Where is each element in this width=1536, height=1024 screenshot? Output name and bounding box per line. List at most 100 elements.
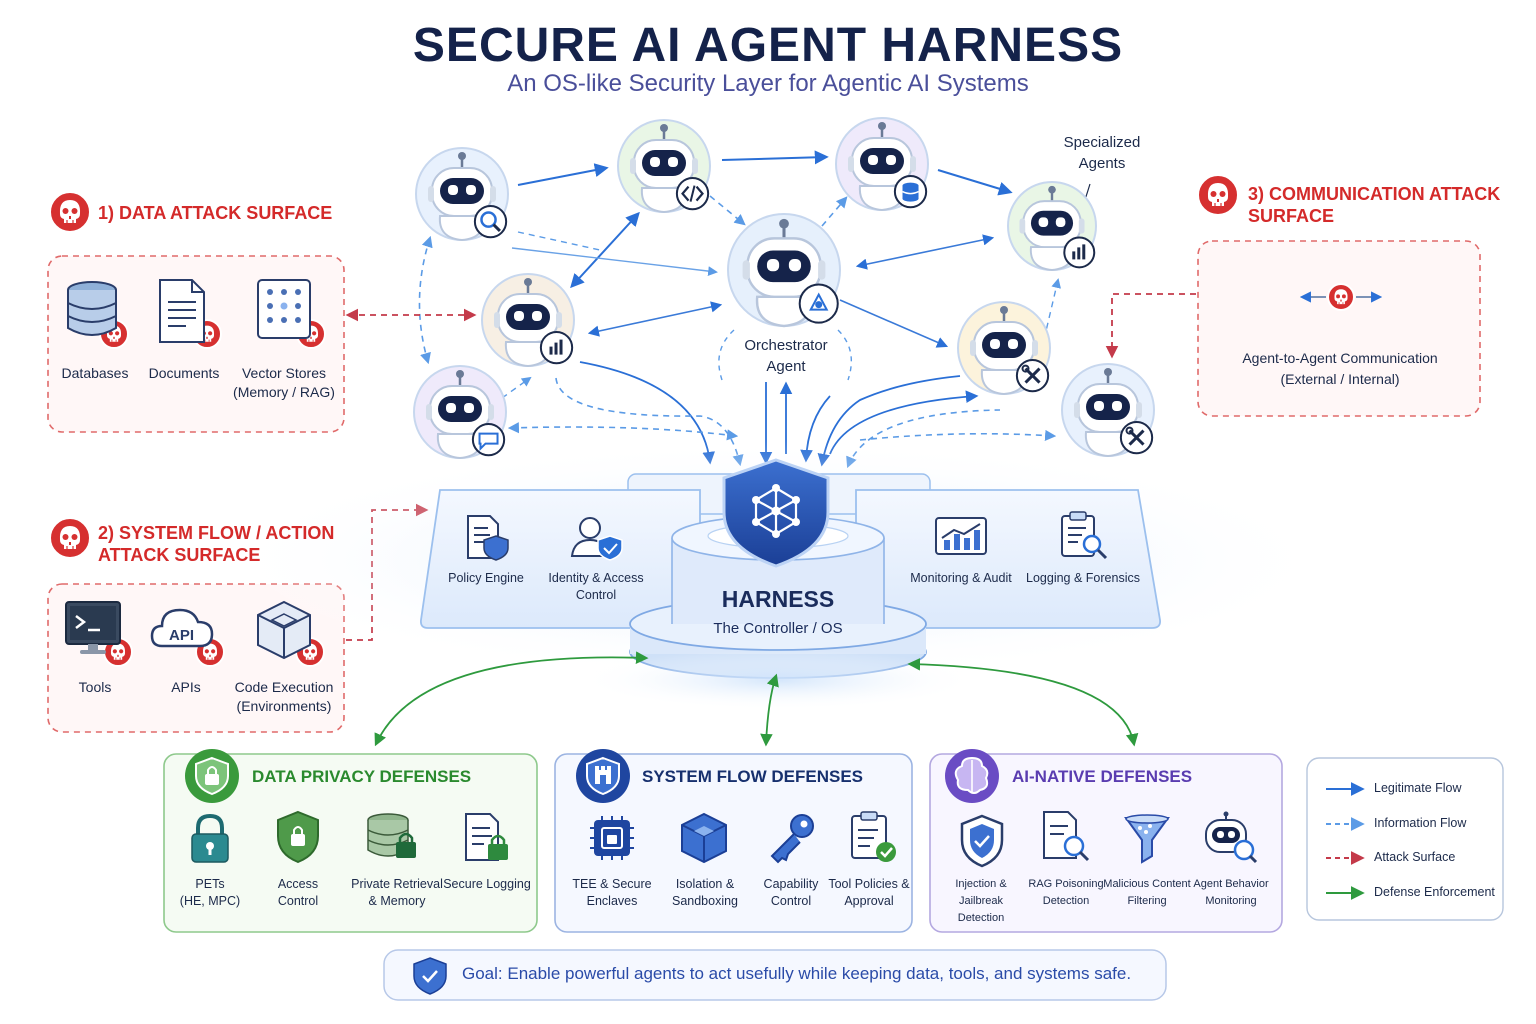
data-privacy-defenses-box: [163, 753, 538, 933]
harness-subtitle: The Controller / OS: [713, 620, 843, 637]
system-flow-attack-skull-icon: [49, 517, 91, 559]
vector-store-icon: [257, 279, 311, 339]
ai-native-defenses-title: AI-NATIVE DEFENSES: [1012, 767, 1193, 786]
code-execution-label: Code Execution (Environments): [234, 679, 334, 714]
attack-skull-markers: [49, 174, 1355, 667]
pets-label: PETs (HE, MPC): [179, 877, 241, 908]
search-icon: [473, 204, 508, 239]
vector-stores-label: Vector Stores (Memory / RAG): [233, 365, 335, 400]
logging-forensics-label: Logging & Forensics: [1026, 571, 1140, 585]
identity-access-icon: [570, 517, 623, 561]
tools-icon: [1119, 420, 1154, 455]
goal-text: Goal: Enable powerful agents to act usef…: [462, 964, 1132, 983]
agent-communication-caption: Agent-to-Agent Communication (External /…: [1242, 350, 1438, 387]
legend-swatches: [1326, 782, 1365, 900]
goal-banner: [383, 949, 1167, 1001]
agent-coder: [617, 119, 711, 214]
system-flow-defenses-box: [554, 753, 913, 933]
agent-executor: [1061, 363, 1155, 458]
harness-platform: [216, 440, 1336, 710]
harness-title: HARNESS: [721, 586, 835, 612]
ai-native-badge-icon: [945, 749, 999, 803]
capability-key-icon: [770, 814, 814, 864]
orchestrate-icon: [798, 283, 839, 324]
system-flow-defenses-title: SYSTEM FLOW DEFENSES: [642, 767, 864, 786]
identity-access-label: Identity & Access Control: [548, 571, 644, 602]
code-execution-cube-icon: [257, 600, 311, 660]
agent-research: [415, 147, 509, 242]
agent-analytics: [1007, 181, 1097, 271]
agent-reporter: [481, 273, 575, 368]
content-filter-funnel-icon: [1124, 814, 1170, 864]
legend-attack-surface: Attack Surface: [1374, 850, 1456, 864]
data-privacy-badge-icon: [185, 749, 239, 803]
data-attack-surface-title: 1) DATA ATTACK SURFACE: [98, 203, 333, 223]
apis-label: APIs: [171, 679, 201, 695]
documents-label: Documents: [148, 365, 220, 381]
agent-behavior-label: Agent Behavior Monitoring: [1193, 878, 1269, 907]
comm-channel-skull-icon: [1327, 283, 1355, 311]
legend-legitimate-flow: Legitimate Flow: [1374, 781, 1462, 795]
policy-engine-icon: [467, 515, 509, 561]
communication-attack-surface: [1197, 240, 1481, 417]
private-retrieval-db-icon: [367, 813, 416, 858]
tool-policies-label: Tool Policies & Approval: [828, 877, 910, 908]
data-privacy-defenses-title: DATA PRIVACY DEFENSES: [252, 767, 472, 786]
specialized-agents-label: Specialized Agents: [1063, 134, 1141, 172]
monitoring-audit-label: Monitoring & Audit: [910, 571, 1012, 585]
terminal-icon: [65, 601, 121, 654]
access-control-label: Access Control: [277, 877, 319, 908]
api-icon-text: API: [169, 627, 194, 644]
database-icon: [67, 281, 117, 336]
secure-logging-label: Secure Logging: [443, 877, 531, 891]
system-flow-badge-icon: [576, 749, 630, 803]
access-control-shield-icon: [277, 810, 319, 864]
capability-control-label: Capability Control: [763, 877, 819, 908]
orchestrator-agent-label: Orchestrator Agent: [744, 337, 828, 375]
isolation-cube-icon: [681, 812, 727, 864]
private-retrieval-label: Private Retrieval & Memory: [351, 877, 443, 908]
rag-poisoning-label: RAG Poisoning Detection: [1028, 878, 1104, 907]
logging-forensics-icon: [1061, 511, 1108, 560]
system-flow-attack-surface-title: 2) SYSTEM FLOW / ACTION ATTACK SURFACE: [98, 523, 335, 565]
communication-attack-surface-title: 3) COMMUNICATION ATTACK SURFACE: [1248, 184, 1501, 226]
page-title: SECURE AI AGENT HARNESS: [412, 19, 1124, 72]
injection-shield-icon: [960, 814, 1004, 868]
tee-chip-icon: [590, 816, 634, 860]
api-cloud-icon: API: [150, 608, 214, 648]
goal-shield-icon: [413, 957, 447, 995]
code-icon: [675, 176, 710, 211]
legend-information-flow: Information Flow: [1374, 816, 1467, 830]
agent-data: [835, 117, 929, 212]
tools-label: Tools: [78, 679, 112, 695]
chat-icon: [471, 422, 506, 457]
databases-label: Databases: [61, 365, 129, 381]
secure-logging-icon: [465, 813, 508, 861]
tools-icon: [1015, 358, 1050, 393]
chart-icon: [1063, 236, 1096, 269]
legend-box: [1306, 757, 1504, 921]
pets-lock-icon: [191, 813, 229, 863]
agent-tooling: [957, 301, 1051, 396]
database-icon: [893, 174, 928, 209]
agent-behavior-robot-icon: [1205, 811, 1258, 864]
monitoring-audit-icon: [935, 517, 987, 555]
agent-orchestrator: [727, 213, 841, 328]
legend-defense-enforcement: Defense Enforcement: [1374, 885, 1495, 899]
page-subtitle: An OS-like Security Layer for Agentic AI…: [507, 70, 1029, 97]
rag-poisoning-icon: [1043, 811, 1090, 862]
tool-policies-icon: [851, 811, 896, 862]
malicious-content-label: Malicious Content Filtering: [1103, 878, 1191, 907]
injection-jailbreak-label: Injection & Jailbreak Detection: [955, 878, 1007, 924]
ai-native-defenses-box: [929, 753, 1283, 933]
defense-flows: [374, 651, 1139, 747]
data-attack-skull-icon: [49, 191, 91, 233]
policy-engine-label: Policy Engine: [448, 571, 524, 585]
communication-attack-skull-icon: [1197, 174, 1239, 216]
chart-icon: [539, 330, 574, 365]
document-icon: [159, 279, 205, 343]
tee-label: TEE & Secure Enclaves: [572, 877, 652, 908]
isolation-label: Isolation & Sandboxing: [671, 877, 739, 908]
agent-chat: [413, 365, 507, 460]
